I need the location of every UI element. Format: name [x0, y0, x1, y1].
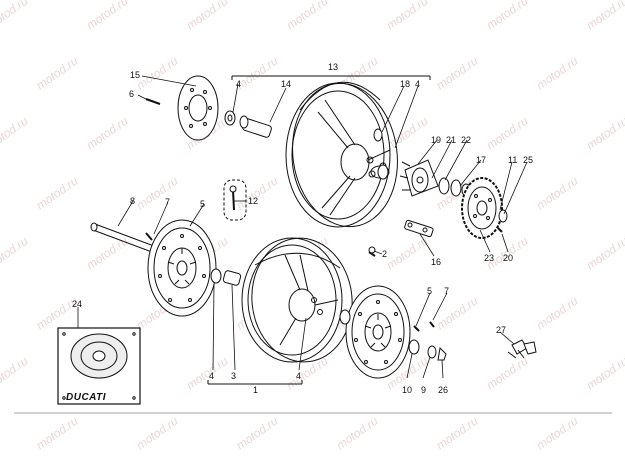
- callout-13[interactable]: 13: [328, 62, 339, 72]
- callout-10[interactable]: 10: [402, 385, 413, 395]
- disc-bolt: [145, 98, 161, 105]
- callout-5-upper[interactable]: 5: [200, 199, 206, 209]
- rear-brake-disc: [177, 75, 219, 141]
- callout-15[interactable]: 15: [130, 70, 141, 80]
- rear-wheel: [285, 81, 398, 228]
- callout-6[interactable]: 6: [129, 89, 135, 99]
- callout-2[interactable]: 2: [382, 249, 388, 259]
- callout-7-upper[interactable]: 7: [165, 197, 171, 207]
- callout-1[interactable]: 1: [253, 385, 259, 395]
- callout-5-lower[interactable]: 5: [427, 286, 433, 296]
- front-wheel: [241, 237, 353, 363]
- callout-8[interactable]: 8: [130, 196, 136, 206]
- hardware-group-frame: [223, 179, 247, 221]
- sprocket-carrier: [399, 159, 439, 197]
- callout-4-bottom-left[interactable]: 4: [209, 371, 215, 381]
- front-left-bearing: [210, 268, 222, 284]
- callout-18[interactable]: 18: [400, 79, 411, 89]
- callout-22[interactable]: 22: [461, 135, 472, 145]
- callout-4-top-right[interactable]: 4: [415, 79, 421, 89]
- callout-17[interactable]: 17: [476, 155, 487, 165]
- callout-19[interactable]: 19: [431, 135, 442, 145]
- callout-24[interactable]: 24: [72, 299, 83, 309]
- rear-bearing: [224, 110, 236, 126]
- axle-pinch-bolt: [145, 232, 153, 241]
- callout-21[interactable]: 21: [446, 135, 457, 145]
- callout-3[interactable]: 3: [231, 371, 237, 381]
- bracket-1: [207, 380, 303, 385]
- valve-bolt: [229, 185, 237, 211]
- callout-25[interactable]: 25: [523, 155, 534, 165]
- brand-logo: DUCATI: [66, 392, 107, 403]
- wheel-weights: [507, 339, 537, 359]
- callout-4-top-left[interactable]: 4: [236, 79, 242, 89]
- bracket-13: [231, 75, 431, 80]
- callout-23[interactable]: 23: [484, 253, 495, 263]
- rear-sprocket: [461, 177, 503, 239]
- callout-9[interactable]: 9: [421, 385, 427, 395]
- front-spacer: [222, 270, 242, 286]
- callout-27[interactable]: 27: [496, 325, 507, 335]
- front-right-hardware: [339, 246, 447, 361]
- rear-right-bearings: [373, 128, 389, 180]
- callout-14[interactable]: 14: [281, 79, 292, 89]
- front-left-brake-disc: [147, 219, 217, 317]
- callout-7-lower[interactable]: 7: [444, 286, 450, 296]
- inset-box: [57, 327, 141, 405]
- front-right-brake-disc: [345, 285, 411, 379]
- chain-link: [404, 219, 434, 238]
- callout-11[interactable]: 11: [508, 155, 518, 165]
- sprocket-nut: [497, 209, 508, 233]
- callout-26[interactable]: 26: [438, 385, 449, 395]
- callout-16[interactable]: 16: [431, 257, 442, 267]
- callout-12[interactable]: 12: [248, 196, 259, 206]
- rear-spacer-tube: [239, 115, 272, 138]
- leader-lines: [77, 75, 528, 379]
- callout-4-bottom-right[interactable]: 4: [296, 371, 302, 381]
- callout-20[interactable]: 20: [503, 253, 514, 263]
